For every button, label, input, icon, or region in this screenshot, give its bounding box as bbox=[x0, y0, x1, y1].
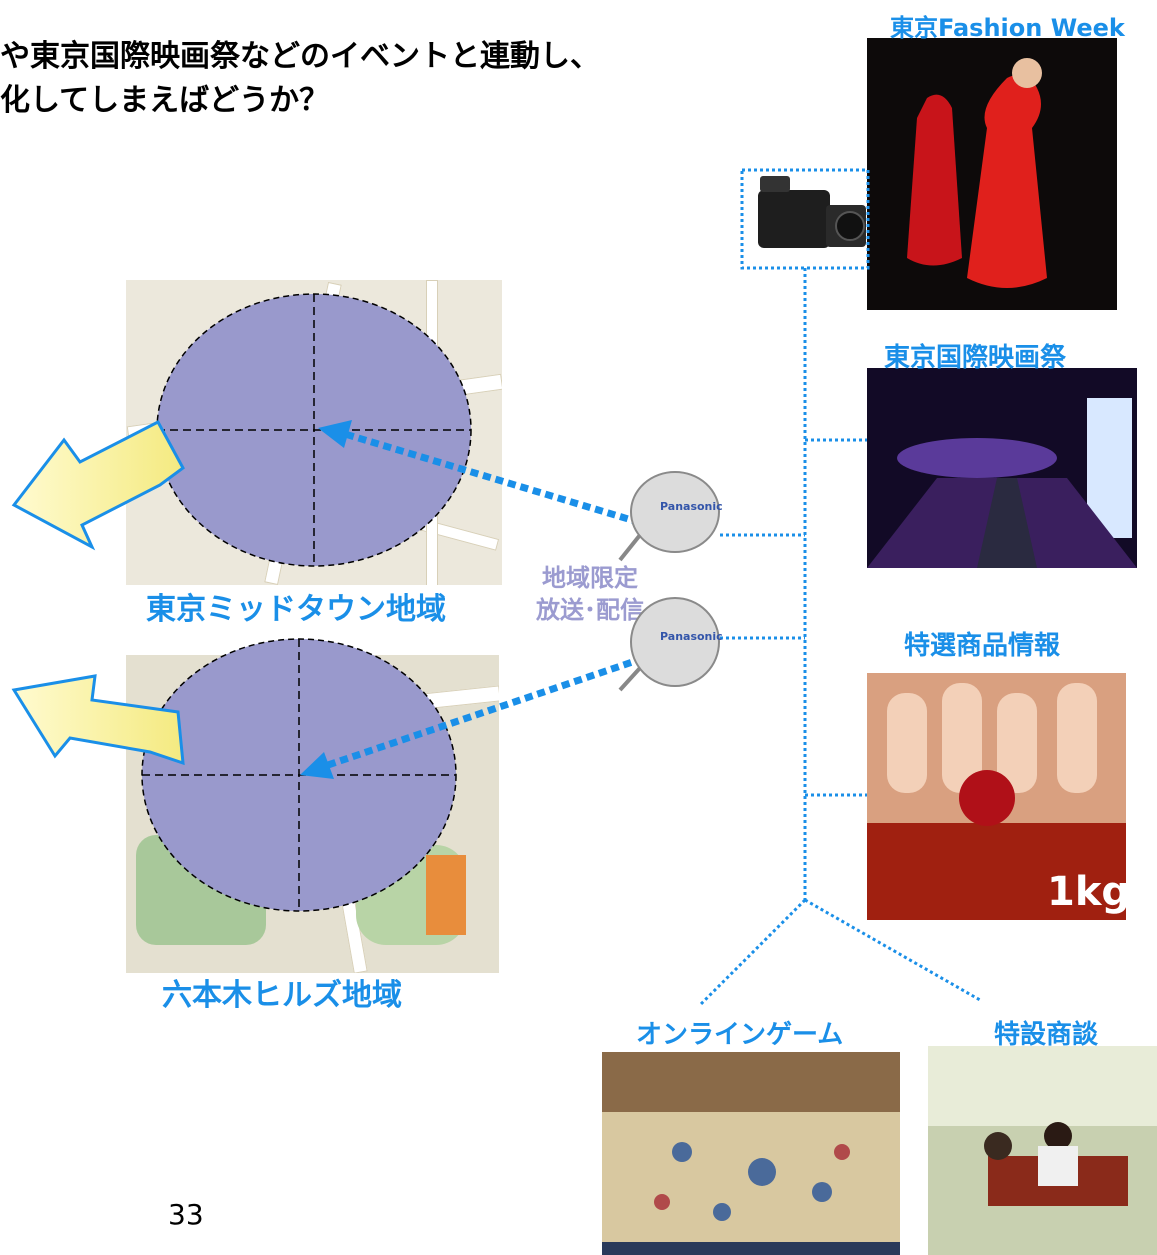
page-number: 33 bbox=[168, 1198, 204, 1231]
coverage-ellipse-midtown bbox=[156, 293, 472, 567]
broadcast-line-1: 地域限定 bbox=[542, 564, 638, 592]
satellite-dish-icon: Panasonic bbox=[618, 597, 723, 692]
arrow-icon bbox=[11, 674, 185, 766]
arrow-icon bbox=[11, 419, 185, 551]
label-products: 特選商品情報 bbox=[904, 631, 1061, 661]
headline-line-2: 化してしまえばどうか？ bbox=[0, 83, 330, 118]
label-fashion-week: 東京Fashion Week bbox=[890, 14, 1125, 42]
coverage-ellipse-roppongi bbox=[141, 638, 457, 912]
meeting-image bbox=[928, 1046, 1157, 1255]
broadcast-line-2: 放送･配信 bbox=[536, 596, 644, 624]
headline-line-1: や東京国際映画祭などのイベントと連動し、 bbox=[0, 39, 600, 74]
product-photo: 1kg bbox=[867, 673, 1126, 920]
film-festival-photo bbox=[867, 368, 1137, 568]
business-meeting-photo bbox=[928, 1046, 1157, 1255]
broadcast-label: 地域限定 放送･配信 bbox=[510, 562, 670, 626]
label-online-game: オンラインゲーム bbox=[636, 1020, 844, 1050]
video-camera-icon bbox=[758, 176, 866, 248]
game-screenshot bbox=[602, 1052, 900, 1255]
dish-brand-1: Panasonic bbox=[660, 500, 723, 513]
headline: や東京国際映画祭などのイベントと連動し、 化してしまえばどうか？ bbox=[0, 35, 600, 123]
product-badge: 1kg bbox=[1047, 869, 1126, 915]
label-roppongi-region: 六本木ヒルズ地域 bbox=[162, 978, 402, 1013]
fashion-week-photo bbox=[867, 38, 1117, 310]
crab-image: 1kg bbox=[867, 673, 1126, 920]
label-film-festival: 東京国際映画祭 bbox=[884, 343, 1067, 373]
theater-image bbox=[867, 368, 1137, 568]
satellite-dish-icon: Panasonic bbox=[618, 471, 723, 562]
dish-brand-2: Panasonic bbox=[660, 630, 723, 643]
label-meeting: 特設商談 bbox=[994, 1020, 1099, 1050]
runway-model-image bbox=[867, 38, 1117, 310]
label-midtown-region: 東京ミッドタウン地域 bbox=[146, 592, 446, 627]
online-game-photo bbox=[602, 1052, 900, 1255]
